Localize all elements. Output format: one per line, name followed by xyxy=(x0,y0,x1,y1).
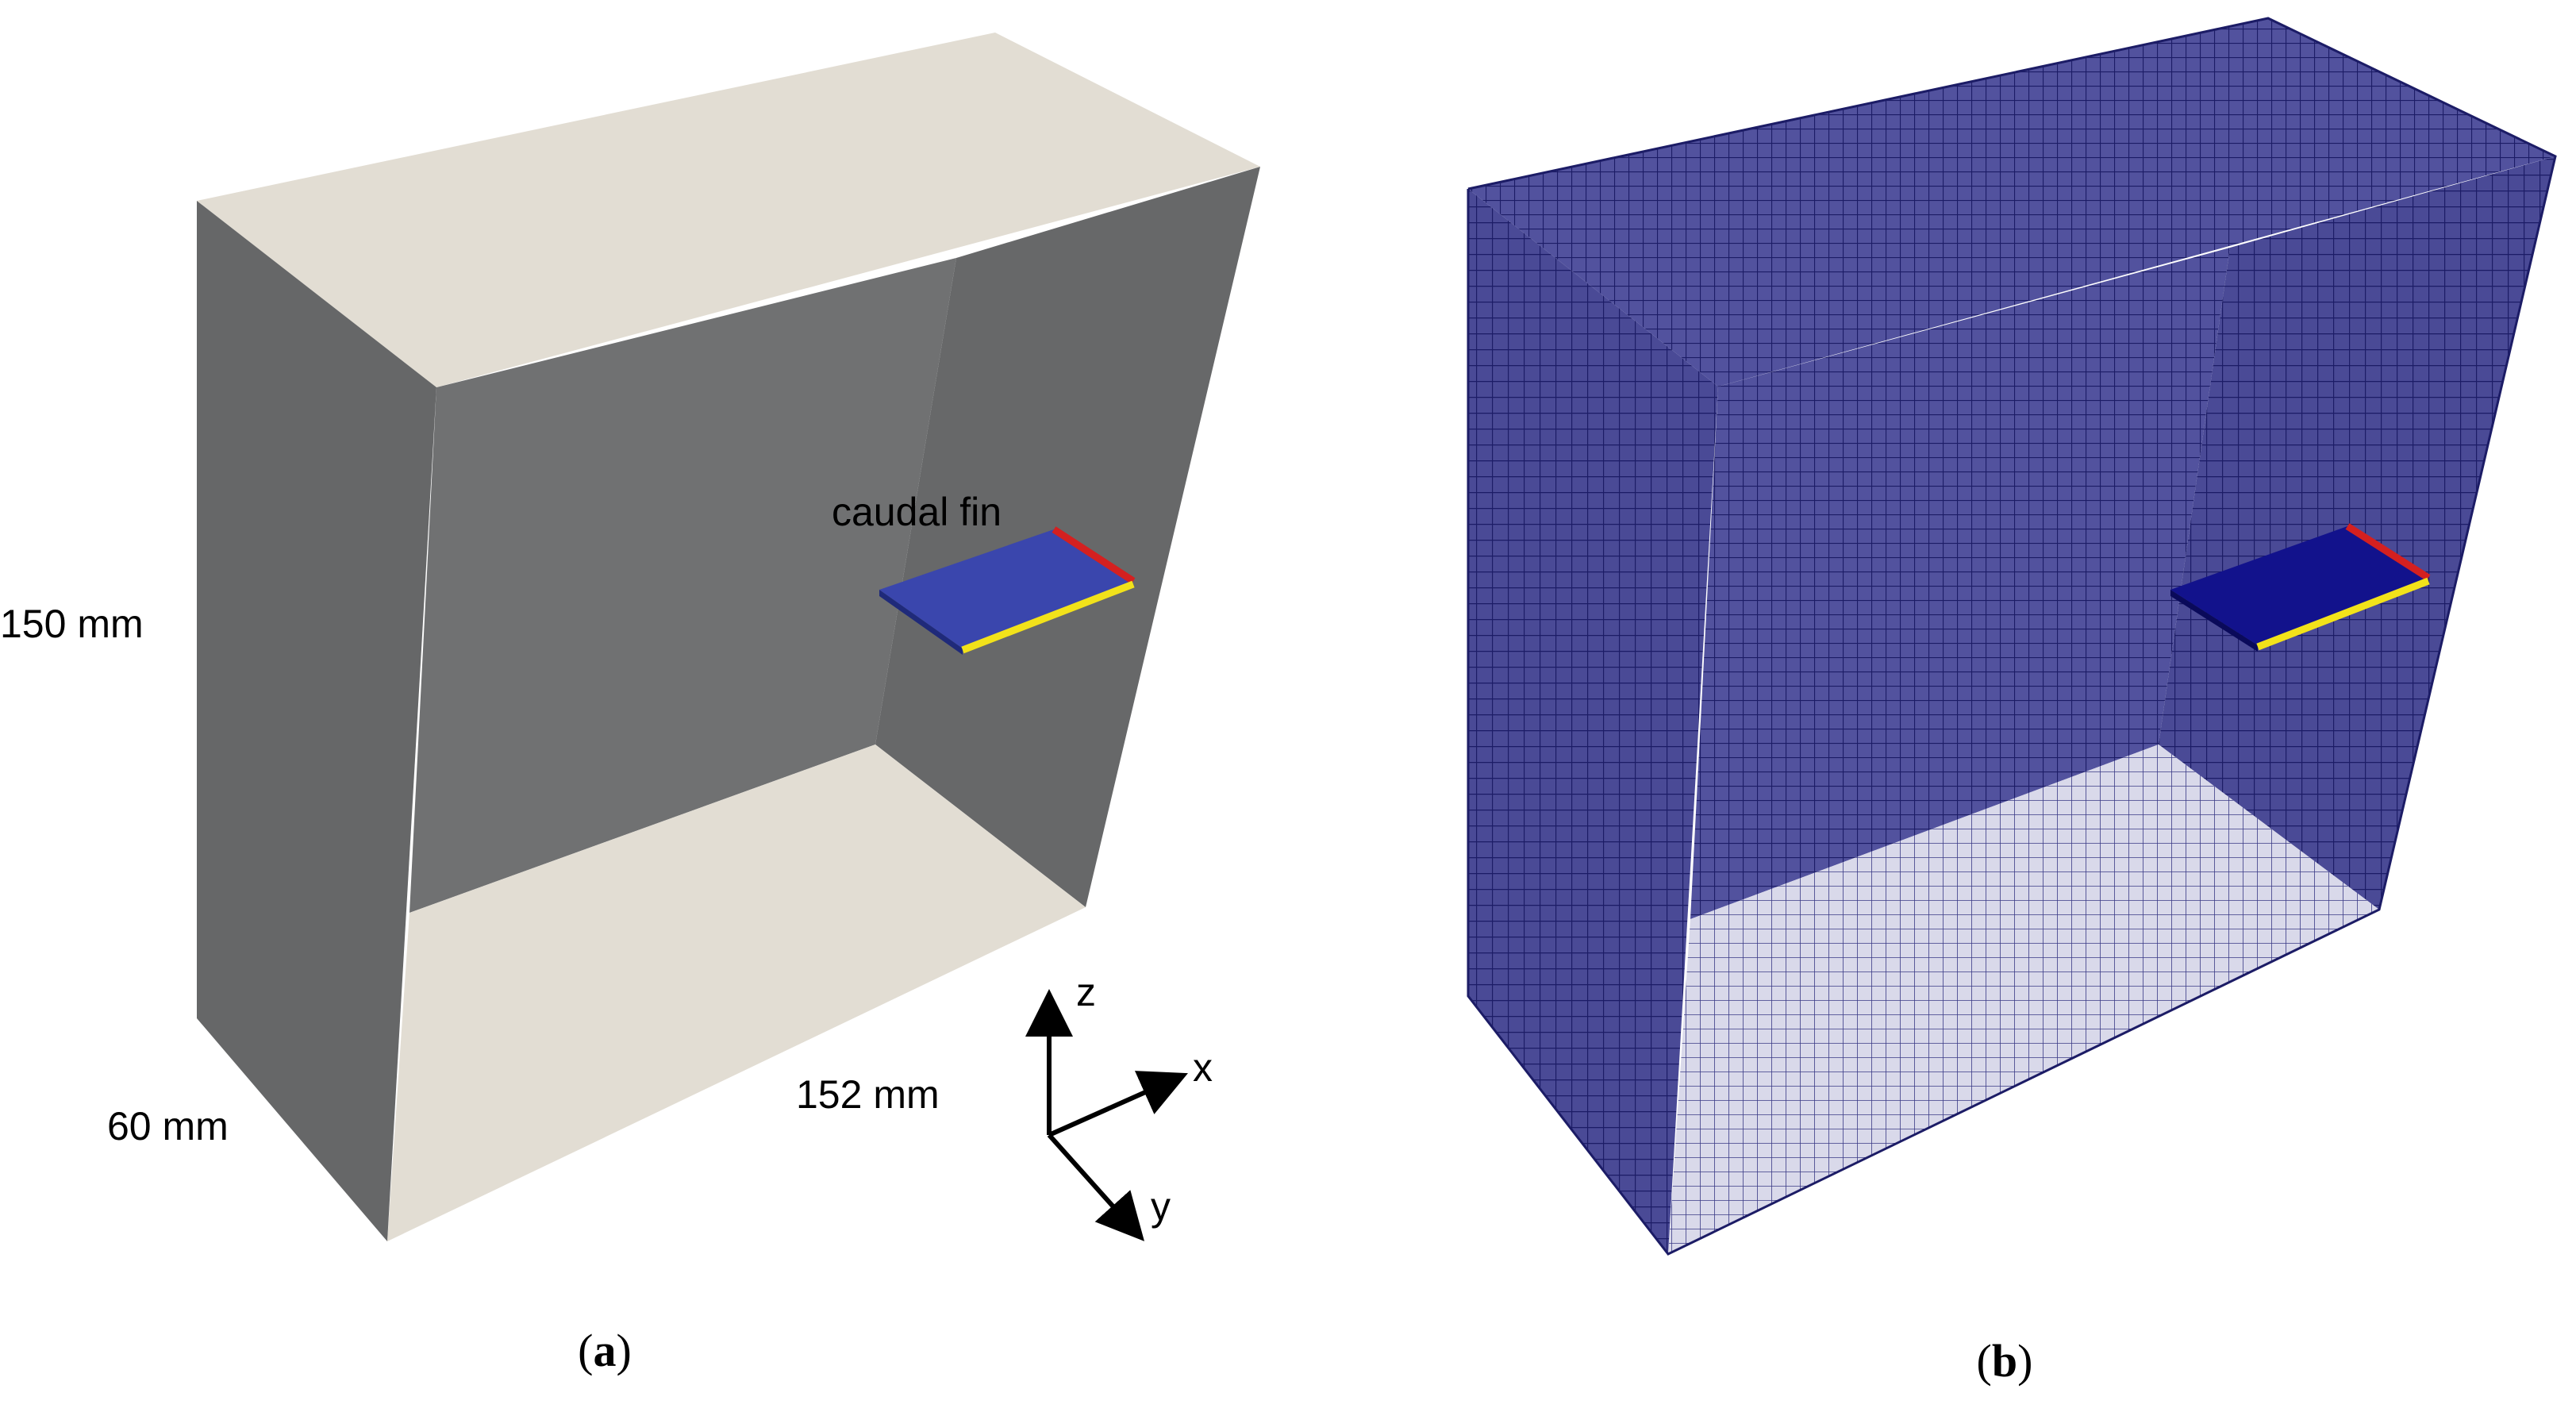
mesh-fin-plate-side xyxy=(2170,590,2258,652)
fin-edge-red xyxy=(1052,526,1136,584)
tank-back-wall xyxy=(409,258,956,913)
height-label: 150 mm xyxy=(0,602,144,646)
caption-b-open: ( xyxy=(1977,1335,1992,1387)
x-axis-label: x xyxy=(1193,1045,1213,1090)
mesh-left-wall xyxy=(1468,189,1718,1254)
caption-a-letter: a xyxy=(594,1325,617,1376)
caudal-fin-a xyxy=(879,526,1136,655)
depth-label: 60 mm xyxy=(107,1104,229,1148)
caption-b-close: ) xyxy=(2017,1335,2032,1387)
fin-label: caudal fin xyxy=(832,490,1002,534)
fin-plate xyxy=(879,529,1133,648)
caption-b-letter: b xyxy=(1992,1335,2017,1387)
mesh-fin-plate xyxy=(2170,526,2428,645)
caption-b: (b) xyxy=(1977,1335,2033,1387)
mesh-back-wall xyxy=(1690,248,2230,919)
mesh-top-face xyxy=(1468,18,2555,387)
y-axis-label: y xyxy=(1151,1184,1171,1229)
caption-a-open: ( xyxy=(578,1325,593,1376)
caption-a-close: ) xyxy=(617,1325,632,1376)
caption-a: (a) xyxy=(578,1325,632,1376)
y-axis-arrow xyxy=(1047,1133,1145,1241)
fin-edge-yellow xyxy=(961,580,1135,654)
mesh-floor-face xyxy=(1668,744,2379,1254)
caudal-fin-b xyxy=(2170,523,2431,652)
mesh-fin-edge-red xyxy=(2345,523,2431,581)
z-axis-label: z xyxy=(1076,970,1096,1014)
axis-triad: z x y xyxy=(1025,970,1213,1241)
panel-b: (b) xyxy=(1467,17,2557,1387)
mesh-fin-edge-yellow xyxy=(2256,577,2430,651)
panel-a: caudal fin 150 mm 60 mm 152 mm z x y (a) xyxy=(0,33,1260,1376)
mesh-outline xyxy=(1467,17,2557,1256)
tank-top-face xyxy=(197,33,1260,387)
tank-left-wall xyxy=(197,201,436,1241)
tank-floor-face xyxy=(387,744,1086,1241)
fin-plate-side xyxy=(879,590,963,655)
length-label: 152 mm xyxy=(796,1072,940,1117)
x-axis-arrow xyxy=(1048,1071,1188,1137)
